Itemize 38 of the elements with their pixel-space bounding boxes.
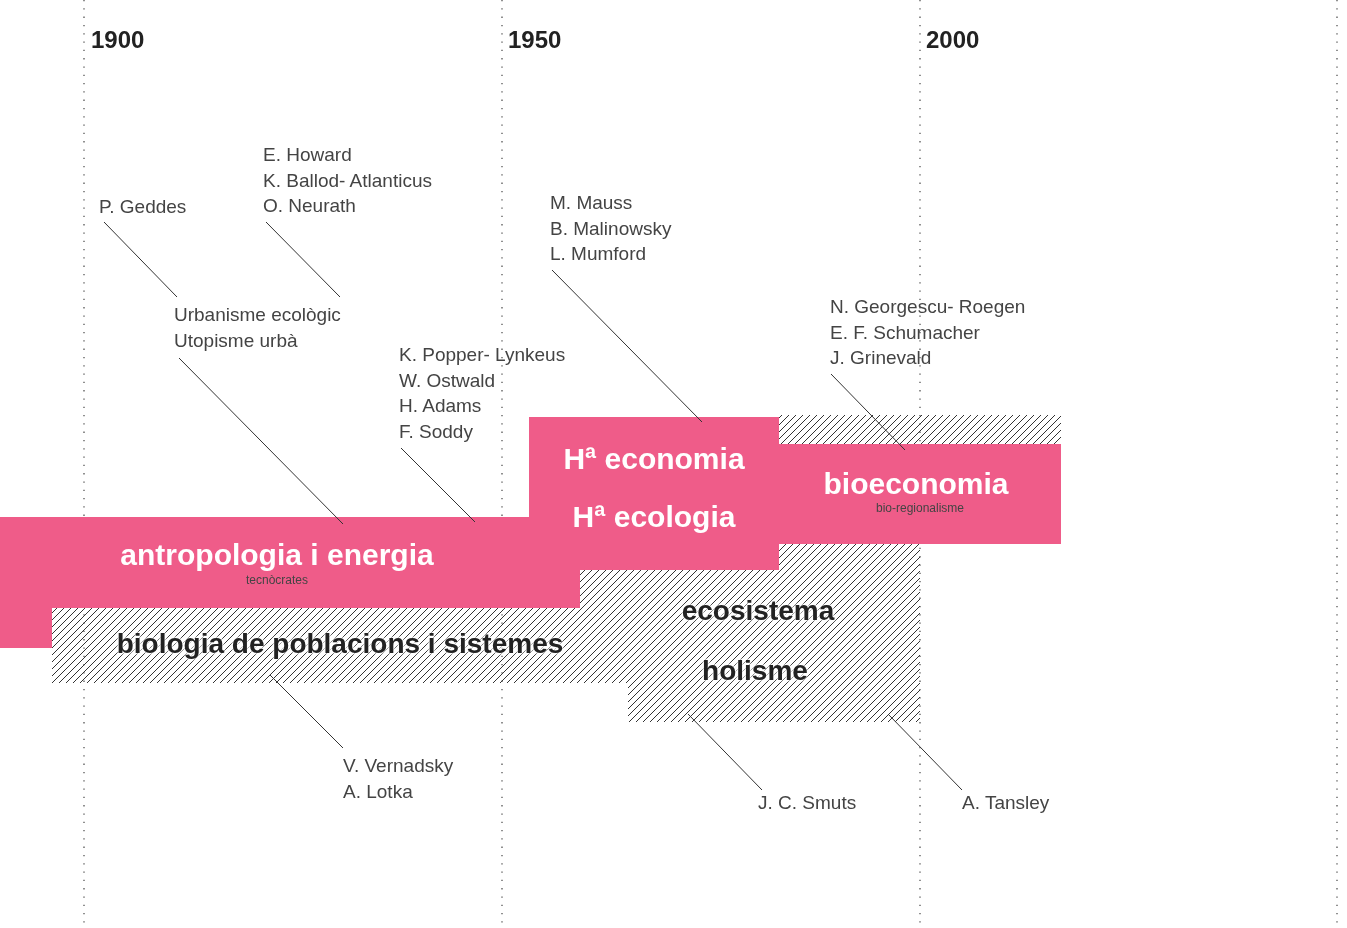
- leader-line: [103, 221, 178, 298]
- person-name: Utopisme urbà: [174, 328, 299, 353]
- band-title: Hª economia: [563, 444, 745, 474]
- band-title: bioeconomia: [823, 469, 1009, 499]
- person-name: A. Tansley: [962, 791, 1050, 815]
- leader-line: [551, 269, 703, 423]
- band-subtitle: bio-regionalisme: [876, 502, 964, 514]
- person-name: B. Malinowsky: [550, 216, 672, 241]
- leader-line: [830, 373, 906, 451]
- leader-line: [265, 221, 341, 298]
- leader-line: [400, 447, 476, 523]
- person-name: N. Georgescu- Roegen: [830, 295, 1026, 319]
- person-name: M. Mauss: [550, 191, 634, 215]
- leader-line: [887, 713, 963, 791]
- person-name: W. Ostwald: [399, 368, 497, 393]
- person-name: E. Howard: [263, 143, 353, 167]
- person-name: A. Lotka: [343, 779, 414, 804]
- person-name: V. Vernadsky: [343, 754, 454, 778]
- leader-line: [178, 357, 344, 525]
- person-name: P. Geddes: [99, 195, 187, 219]
- year-label: 1900: [91, 28, 145, 52]
- person-name: K. Ballod- Atlanticus: [263, 168, 432, 193]
- person-name: L. Mumford: [550, 242, 648, 266]
- band-title: Hª ecologia: [572, 502, 736, 532]
- leader-line: [687, 713, 763, 791]
- person-name: J. Grinevald: [830, 346, 933, 370]
- person-name: E. F. Schumacher: [830, 320, 981, 345]
- person-name: J. C. Smuts: [758, 791, 857, 815]
- person-name: K. Popper- Lynkeus: [399, 343, 566, 367]
- person-name: O. Neurath: [263, 194, 357, 218]
- person-name: F. Soddy: [399, 419, 474, 444]
- leader-line: [269, 674, 344, 749]
- person-name: Urbanisme ecològic: [174, 303, 341, 327]
- year-label: 2000: [926, 28, 980, 52]
- band-subtitle: tecnòcrates: [246, 574, 308, 586]
- band-title: antropologia i energia: [120, 540, 434, 570]
- person-name: H. Adams: [399, 394, 483, 418]
- year-label: 1950: [508, 28, 562, 52]
